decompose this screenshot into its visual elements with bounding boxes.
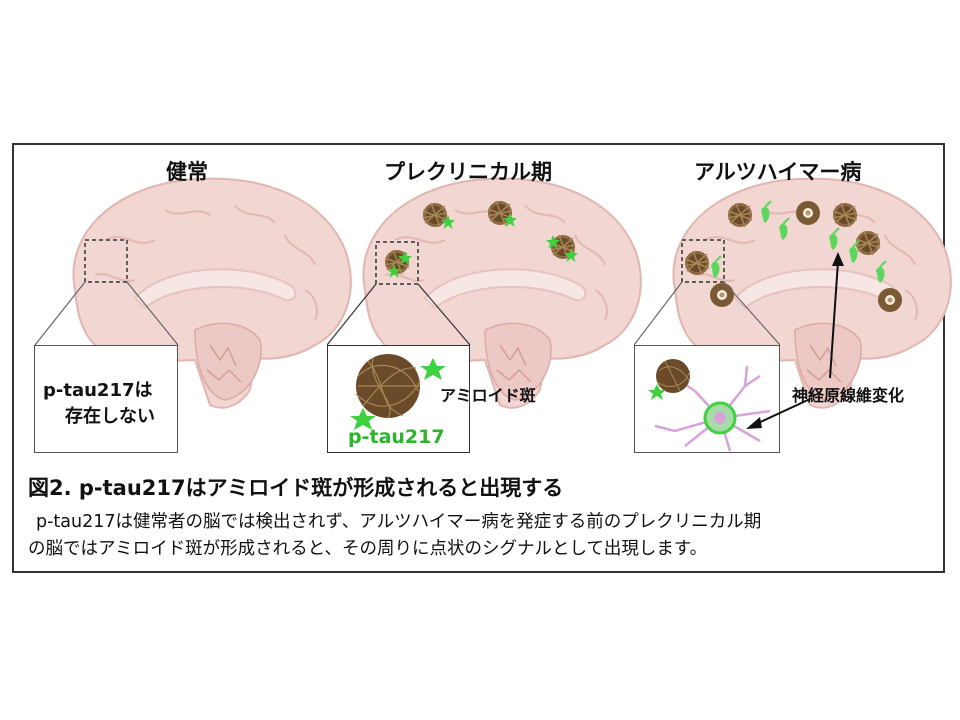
figure-title: 図2. p-tau217はアミロイド斑が形成されると出現する [28, 476, 564, 500]
plaque-closeup [350, 354, 446, 430]
caption-line-1: p-tau217は健常者の脳では検出されず、アルツハイマー病を発症する前のプレク… [36, 512, 762, 532]
healthy-zoom-box: p-tau217は 存在しない [34, 345, 178, 453]
healthy-zoom-region [84, 239, 128, 283]
heading-healthy: 健常 [166, 160, 208, 184]
tangle-arrow-zoom [746, 398, 811, 429]
healthy-label-line2: 存在しない [65, 406, 155, 427]
plaque-label: アミロイド斑 [440, 386, 536, 405]
alzheimer-zoom-box [634, 345, 780, 453]
neuron-closeup [648, 359, 771, 451]
heading-preclinical: プレクリニカル期 [384, 160, 552, 184]
ptau217-label: p-tau217 [348, 426, 445, 448]
caption-line-2: の脳ではアミロイド斑が形成されると、その周りに点状のシグナルとして出現します。 [28, 539, 708, 559]
figure-caption: p-tau217は健常者の脳では検出されず、アルツハイマー病を発症する前のプレク… [28, 509, 933, 563]
heading-alzheimer: アルツハイマー病 [694, 160, 862, 184]
preclinical-zoom-box: p-tau217 [327, 345, 470, 453]
healthy-label-line1: p-tau217は [43, 380, 153, 401]
tangle-arrow-brain [829, 261, 839, 379]
tangle-label: 神経原線維変化 [792, 386, 905, 405]
